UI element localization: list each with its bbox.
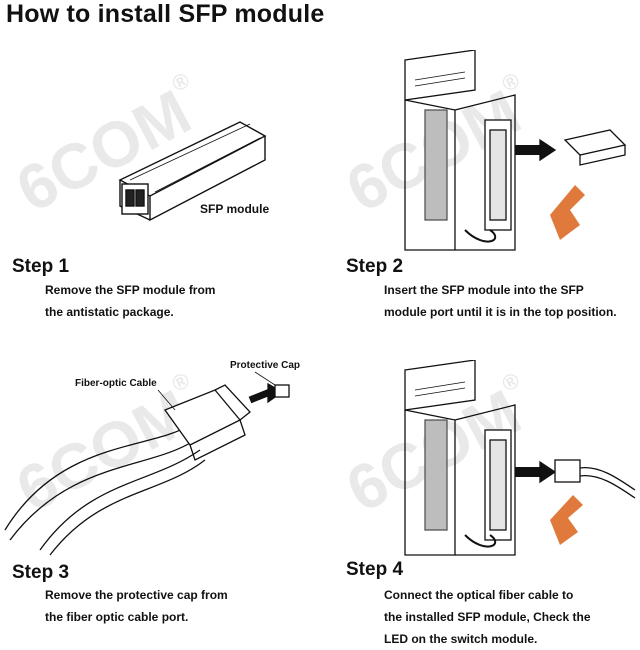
step-2-heading: Step 2 xyxy=(346,256,404,277)
page-title: How to install SFP module xyxy=(6,0,325,28)
protective-cap-label: Protective Cap xyxy=(230,360,301,371)
sfp-module-label: SFP module xyxy=(200,202,270,216)
step-4-heading: Step 4 xyxy=(346,559,404,580)
sfp-module-illustration xyxy=(118,121,267,222)
switch-insert-illustration xyxy=(404,50,627,251)
fiber-optic-cable-label: Fiber-optic Cable xyxy=(75,378,157,389)
step-1-heading: Step 1 xyxy=(12,256,70,277)
fiber-cable-illustration xyxy=(4,371,290,556)
step-3-heading: Step 3 xyxy=(12,562,70,583)
switch-connect-illustration xyxy=(404,360,636,556)
